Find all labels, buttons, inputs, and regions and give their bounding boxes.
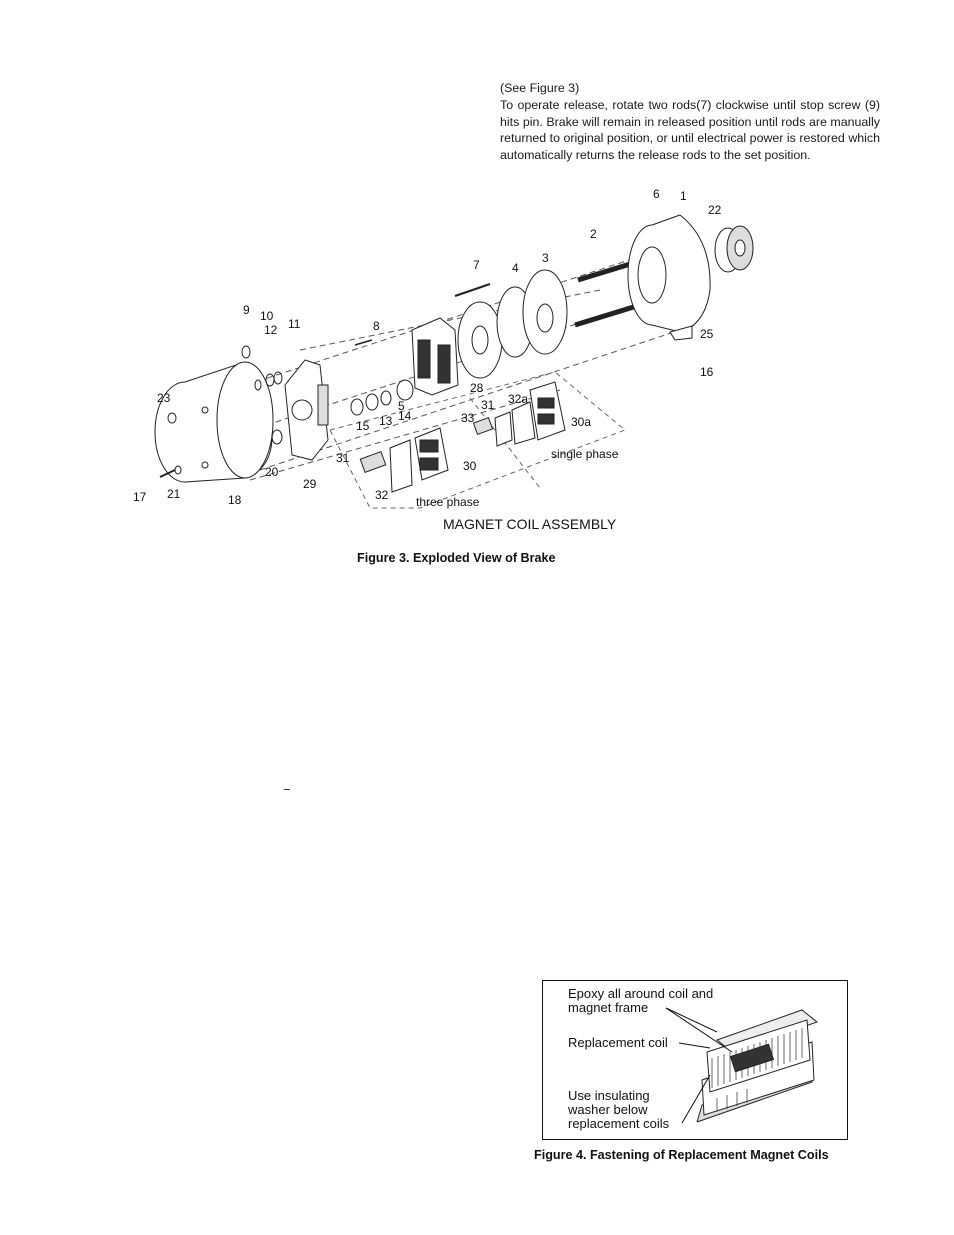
magnet-coils-28 — [411, 317, 459, 396]
figure-4-replacement-coils: Epoxy all around coil and magnet frame R… — [542, 980, 848, 1140]
part-label-31-single-phase: 31 — [481, 398, 495, 412]
part-label-29: 29 — [303, 477, 317, 491]
part-label-22: 22 — [708, 203, 722, 217]
release-rods — [159, 283, 491, 478]
single-phase-label: single phase — [551, 447, 619, 461]
release-instructions: (See Figure 3) To operate release, rotat… — [500, 80, 880, 164]
part-label-31-three-phase: 31 — [336, 451, 350, 465]
part-label-12: 12 — [264, 323, 278, 337]
magnet-frame-29 — [284, 359, 329, 461]
housing-1 — [627, 214, 711, 333]
part-label-6: 6 — [653, 187, 660, 201]
part-label-7: 7 — [473, 258, 480, 272]
washers-and-nuts — [167, 345, 414, 475]
part-label-15: 15 — [356, 419, 370, 433]
stray-mark — [284, 789, 290, 790]
part-label-30: 30 — [463, 459, 477, 473]
part-label-4: 4 — [512, 261, 519, 275]
coil-assembly-single-phase — [472, 381, 566, 447]
part-label-16: 16 — [700, 365, 714, 379]
part-label-5: 5 — [398, 399, 405, 413]
part-label-11: 11 — [288, 317, 301, 331]
washer-label-line-2: washer below — [567, 1102, 648, 1117]
part-label-32a: 32a — [508, 392, 528, 406]
part-label-30a: 30a — [571, 415, 591, 429]
coil-illustration — [696, 1009, 819, 1123]
part-label-28: 28 — [470, 381, 484, 395]
part-label-21: 21 — [167, 487, 181, 501]
bracket-25 — [669, 325, 693, 341]
part-label-9: 9 — [243, 303, 250, 317]
part-label-3: 3 — [542, 251, 549, 265]
figure-3-exploded-view: 1 2 3 4 5 6 7 8 9 10 11 12 13 14 15 16 1… — [133, 187, 754, 532]
part-label-14: 14 — [398, 409, 412, 423]
part-label-13: 13 — [379, 414, 393, 428]
part-label-23: 23 — [157, 391, 171, 405]
washer-label-line-3: replacement coils — [568, 1116, 670, 1131]
epoxy-label-line-2: magnet frame — [568, 1000, 648, 1015]
part-label-32: 32 — [375, 488, 389, 502]
part-label-1: 1 — [680, 189, 687, 203]
three-phase-label: three phase — [416, 495, 480, 509]
magnet-coil-assembly-title: MAGNET COIL ASSEMBLY — [443, 516, 617, 532]
part-label-18: 18 — [228, 493, 242, 507]
gear-hub-22 — [714, 225, 754, 273]
washer-label-line-1: Use insulating — [568, 1088, 650, 1103]
callout-lines — [665, 1007, 733, 1124]
coil-assembly-three-phase — [359, 427, 449, 493]
figure-4-caption: Figure 4. Fastening of Replacement Magne… — [534, 1148, 829, 1162]
part-label-2: 2 — [590, 227, 597, 241]
replacement-coil-label: Replacement coil — [568, 1035, 668, 1050]
see-figure-reference: (See Figure 3) — [500, 81, 580, 95]
end-cover-18 — [154, 361, 274, 483]
part-label-20: 20 — [265, 465, 279, 479]
brake-discs — [457, 269, 568, 379]
release-instructions-text: To operate release, rotate two rods(7) c… — [500, 97, 880, 163]
figure-3-caption: Figure 3. Exploded View of Brake — [357, 551, 556, 565]
part-label-33: 33 — [461, 411, 475, 425]
epoxy-label-line-1: Epoxy all around coil and — [568, 986, 713, 1001]
part-label-25: 25 — [700, 327, 714, 341]
part-label-8: 8 — [373, 319, 380, 333]
part-label-10: 10 — [260, 309, 274, 323]
part-label-17: 17 — [133, 490, 147, 504]
